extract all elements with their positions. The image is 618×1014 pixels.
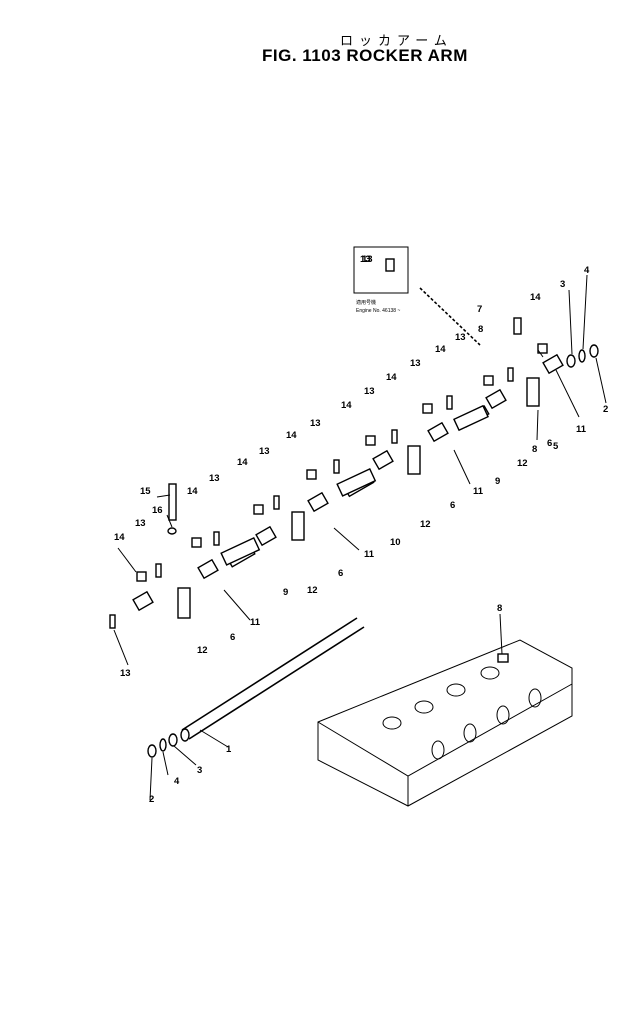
inset-screw-icon bbox=[385, 258, 395, 272]
callout-11: 11 bbox=[576, 424, 587, 435]
callout-11: 11 bbox=[473, 486, 484, 497]
callout-6: 6 bbox=[230, 632, 235, 643]
callout-13: 13 bbox=[362, 254, 373, 265]
callout-14: 14 bbox=[114, 532, 125, 543]
callout-11: 11 bbox=[250, 617, 261, 628]
shaft-end-parts-left bbox=[147, 733, 178, 758]
callout-15: 15 bbox=[140, 486, 151, 497]
callout-2: 2 bbox=[149, 794, 154, 805]
figure-title: FIG. 1103 ROCKER ARM bbox=[262, 46, 468, 65]
callout-4: 4 bbox=[584, 265, 590, 276]
callout-8: 8 bbox=[478, 324, 483, 335]
callout-16: 16 bbox=[152, 505, 163, 516]
cylinder-head bbox=[317, 639, 573, 807]
callout-7: 7 bbox=[477, 304, 482, 315]
callout-9: 9 bbox=[495, 476, 500, 487]
callout-13: 13 bbox=[135, 518, 146, 529]
callout-13: 13 bbox=[120, 668, 131, 679]
callout-9: 9 bbox=[283, 587, 288, 598]
callout-14: 14 bbox=[187, 486, 198, 497]
inset-box: 13 適用号機 Engine No. 46138 ~ bbox=[353, 246, 481, 346]
callout-13: 13 bbox=[259, 446, 270, 457]
callout-3: 3 bbox=[197, 765, 202, 776]
springs bbox=[220, 404, 489, 566]
callout-11: 11 bbox=[364, 549, 375, 560]
callout-12: 12 bbox=[420, 519, 431, 530]
callout-8: 8 bbox=[532, 444, 537, 455]
figure-title-japanese: ロッカアーム bbox=[340, 34, 453, 49]
callout-10: 10 bbox=[390, 537, 401, 548]
callout-14: 14 bbox=[530, 292, 541, 303]
callout-1: 1 bbox=[226, 744, 232, 755]
inset-note-jp: 適用号機 bbox=[356, 299, 376, 306]
callout-14: 14 bbox=[286, 430, 297, 441]
shaft-end-parts-right bbox=[566, 344, 599, 368]
callout-4: 4 bbox=[174, 776, 180, 787]
callout-8: 8 bbox=[497, 603, 502, 614]
callout-6: 6 bbox=[450, 500, 455, 511]
callout-5: 5 bbox=[553, 441, 559, 452]
callout-14: 14 bbox=[237, 457, 248, 468]
callout-13: 13 bbox=[310, 418, 321, 429]
callout-13: 13 bbox=[455, 332, 466, 343]
callout-14: 14 bbox=[435, 344, 446, 355]
callout-12: 12 bbox=[307, 585, 318, 596]
inset-part-label: 13 bbox=[360, 254, 371, 265]
rocker-shaft bbox=[180, 617, 365, 742]
callout-13: 13 bbox=[209, 473, 220, 484]
callout-6: 6 bbox=[547, 438, 552, 449]
callout-14: 14 bbox=[386, 372, 397, 383]
callout-12: 12 bbox=[517, 458, 528, 469]
callout-6: 6 bbox=[338, 568, 343, 579]
callout-13: 13 bbox=[410, 358, 421, 369]
inset-note-engine: Engine No. 46138 ~ bbox=[356, 308, 400, 314]
callout-3: 3 bbox=[560, 279, 565, 290]
leader-lines bbox=[113, 274, 607, 801]
callout-12: 12 bbox=[197, 645, 208, 656]
callout-14: 14 bbox=[341, 400, 352, 411]
callout-labels: 1 2 2 3 3 4 4 5 6 6 6 6 7 8 8 8 9 9 10 1… bbox=[114, 254, 608, 805]
callout-2: 2 bbox=[603, 404, 608, 415]
callout-13: 13 bbox=[364, 386, 375, 397]
screws-and-nuts bbox=[109, 317, 548, 629]
